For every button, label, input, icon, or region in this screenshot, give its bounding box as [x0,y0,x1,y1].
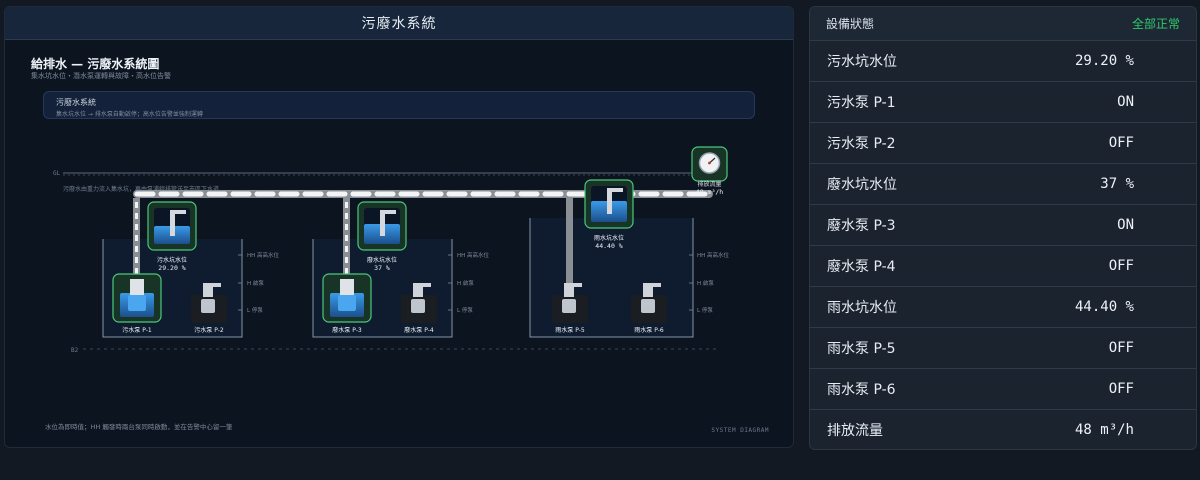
diagram-subtitle: 集水坑水位・潛水泵運轉與故障・高水位告警 [31,72,171,80]
sewage-hh-mark: HH 高高水位 [247,251,280,259]
diagram-title: 給排水 — 污廢水系統圖 [31,57,160,71]
status-row: 排放流量 48 m³/h [810,410,1196,449]
waste-h-mark: H 啟泵 [457,279,474,287]
pump-icon [338,295,356,311]
status-row-value: OFF [1108,258,1134,274]
status-row: 廢水坑水位 37 % [810,164,1196,205]
pump-icon [128,295,146,311]
system-diagram: GL 污廢水由重力流入集水坑，再由泵浦經排管送至市區下水道 B2 排放流量 48… [53,146,730,354]
status-row-value: 48 m³/h [1074,422,1134,438]
waste-pump-p3-label: 廢水泵 P-3 [332,326,362,334]
sewage-h-mark: H 啟泵 [247,279,264,287]
status-row-label: 廢水泵 P-3 [827,218,896,234]
status-row: 雨水泵 P-6 OFF [810,369,1196,410]
info-box-title: 污廢水系統 [56,98,96,107]
rain-pit-label: 雨水坑水位 [594,234,624,242]
sewage-l-mark: L 停泵 [247,306,263,314]
info-box: 污廢水系統 集水坑水位 → 排水泵自動啟停；高水位告警並強制運轉 [43,91,755,119]
rain-hh-mark: HH 高高水位 [697,251,730,259]
waste-pump-p4-label: 廢水泵 P-4 [404,326,434,334]
status-row-value: ON [1117,94,1134,110]
footnote: 水位為即時值；HH 觸發時兩台泵同時啟動，並在告警中心留一筆 [45,423,233,431]
sewage-pump-p1-label: 污水泵 P-1 [122,326,152,334]
sewage-pit-label: 污水坑水位 [157,256,187,264]
status-row-label: 廢水坑水位 [827,177,897,193]
gl-label: GL [53,170,61,177]
rain-pit-value: 44.40 % [595,242,622,250]
rain-pump-p6-label: 雨水泵 P-6 [634,326,664,334]
status-row-label: 雨水坑水位 [827,300,897,316]
status-row-label: 污水坑水位 [827,54,897,70]
status-row-label: 雨水泵 P-6 [827,382,896,398]
status-panel-header: 設備狀態 全部正常 [810,7,1196,41]
panel-header: 污廢水系統 [5,7,793,40]
status-row-value: OFF [1108,340,1134,356]
status-row: 污水泵 P-2 OFF [810,123,1196,164]
pump-icon [201,299,215,313]
status-row-label: 廢水泵 P-4 [827,259,896,275]
status-row: 污水泵 P-1 ON [810,82,1196,123]
pump-icon [641,299,655,313]
status-row-label: 雨水泵 P-5 [827,341,896,357]
status-row-value: OFF [1108,381,1134,397]
status-badge: 全部正常 [1131,17,1180,31]
status-row-label: 污水泵 P-1 [827,95,896,111]
flow-meter-label: 排放流量 [697,180,721,188]
status-row-label: 污水泵 P-2 [827,136,896,152]
status-row-label: 排放流量 [827,423,883,439]
sewage-pit-value: 29.20 % [158,264,185,272]
pump-icon [411,299,425,313]
flow-meter-value: 48 m³/h [696,188,723,196]
system-diagram-panel: 污廢水系統 給排水 — 污廢水系統圖 集水坑水位・潛水泵運轉與故障・高水位告警 … [4,6,794,448]
status-row-value: 29.20 % [1074,53,1134,69]
b2-label: B2 [71,347,79,354]
status-row-value: ON [1117,217,1134,233]
rain-l-mark: L 停泵 [697,306,713,314]
status-row: 廢水泵 P-3 ON [810,205,1196,246]
rain-riser [566,198,573,294]
status-row: 雨水泵 P-5 OFF [810,328,1196,369]
info-box-text: 集水坑水位 → 排水泵自動啟停；高水位告警並強制運轉 [56,111,203,118]
system-tag: SYSTEM DIAGRAM [711,427,769,434]
flow-note: 污廢水由重力流入集水坑，再由泵浦經排管送至市區下水道 [63,185,219,193]
status-row-value: OFF [1108,135,1134,151]
status-panel-title: 設備狀態 [826,17,875,31]
rain-pump-p5-label: 雨水泵 P-5 [555,326,585,334]
status-row: 廢水泵 P-4 OFF [810,246,1196,287]
status-row: 污水坑水位 29.20 % [810,41,1196,82]
waste-pit-label: 廢水坑水位 [367,256,397,264]
pump-icon [562,299,576,313]
status-row-value: 37 % [1100,176,1134,192]
waste-hh-mark: HH 高高水位 [457,251,490,259]
sewage-pump-p2-label: 污水泵 P-2 [194,326,224,334]
waste-l-mark: L 停泵 [457,306,473,314]
status-row: 雨水坑水位 44.40 % [810,287,1196,328]
rain-h-mark: H 啟泵 [697,279,714,287]
status-row-value: 44.40 % [1074,299,1134,315]
waste-pit-value: 37 % [374,264,390,272]
